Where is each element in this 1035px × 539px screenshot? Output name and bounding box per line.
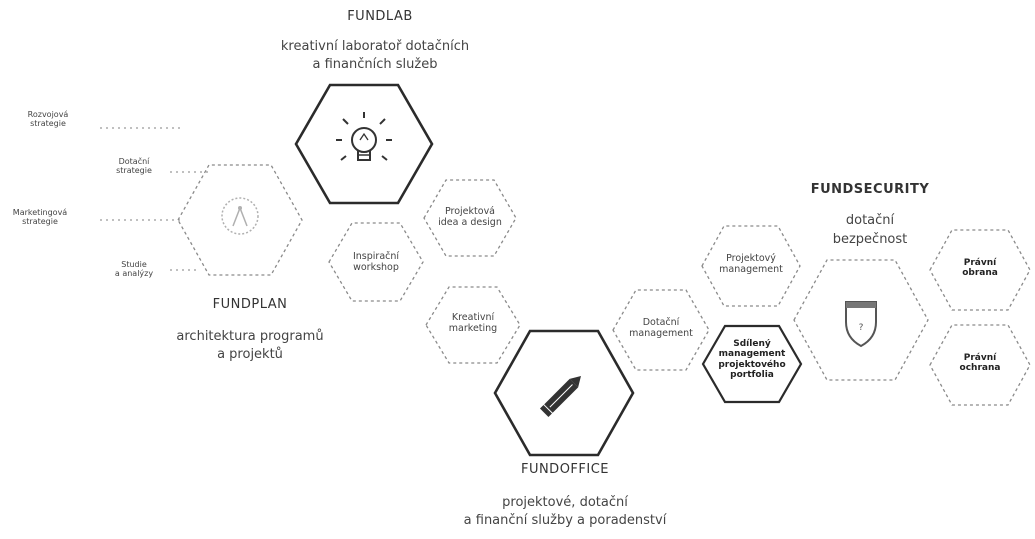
sdileny-management-hex <box>701 324 803 404</box>
strategy-line: Dotační <box>118 157 150 166</box>
pravni-obrana-label: Právní obrana <box>940 258 1020 279</box>
pravni-obrana-hex <box>929 229 1031 311</box>
fundlab-subtitle-line2: a finančních služeb <box>312 57 438 72</box>
fundplan-subtitle-line2: a projektů <box>217 347 283 362</box>
projektova-idea-label: Projektová idea a design <box>430 206 510 229</box>
cell-line: workshop <box>353 261 399 273</box>
lightbulb-icon <box>336 112 392 161</box>
cell-line: projektového <box>718 359 786 370</box>
cell-line: management <box>629 327 693 339</box>
fundoffice-hex <box>493 329 635 457</box>
cell-line: Projektový <box>726 253 776 264</box>
inspiracni-workshop-label: Inspirační workshop <box>336 251 416 274</box>
cell-line: Projektová <box>444 206 496 217</box>
strategy-line: a analýzy <box>114 269 154 279</box>
strategy-studie: Studie a analýzy <box>104 260 164 278</box>
pravni-ochrana-label: Právní ochrana <box>940 353 1020 374</box>
fundlab-title: FUNDLAB <box>347 9 413 24</box>
fundplan-title: FUNDPLAN <box>212 297 288 312</box>
projektovy-management-hex <box>701 225 801 307</box>
shield-icon: ? <box>845 301 877 348</box>
fundlab-subtitle-line1: kreativní laboratoř dotačních <box>280 39 470 54</box>
pencil-icon <box>539 376 581 418</box>
fundoffice-subtitle-line2: a finanční služby a poradenství <box>463 513 667 528</box>
kreativni-marketing-hex <box>425 286 521 364</box>
fundlab-hex <box>294 83 434 205</box>
cell-line: marketing <box>448 322 498 334</box>
fundsecurity-hex <box>793 259 929 381</box>
cell-line: Právní <box>963 353 997 363</box>
cell-line: management <box>718 349 786 360</box>
strategy-marketingova: Marketingová strategie <box>4 208 76 226</box>
cell-line: management <box>719 263 783 275</box>
cell-line: Kreativní <box>451 312 495 323</box>
fundoffice-subtitle-line1: projektové, dotační <box>502 495 628 510</box>
compass-icon <box>221 197 259 235</box>
pravni-ochrana-hex <box>929 324 1031 406</box>
sdileny-management-label: Sdílený management projektového portfoli… <box>712 339 792 380</box>
fundoffice-title: FUNDOFFICE <box>520 462 610 477</box>
cell-line: Sdílený <box>733 339 771 349</box>
svg-text:?: ? <box>859 323 864 333</box>
strategy-line: strategie <box>116 166 152 176</box>
strategy-line: Studie <box>121 260 147 269</box>
cell-line: Právní <box>963 258 997 268</box>
strategy-line: Rozvojová <box>27 110 69 119</box>
strategy-line: strategie <box>30 119 66 129</box>
strategy-rozvojova: Rozvojová strategie <box>18 110 78 128</box>
cell-line: ochrana <box>959 363 1001 374</box>
fundplan-subtitle-line1: architektura programů <box>176 329 324 344</box>
cell-line: Inspirační <box>352 251 400 262</box>
fundsecurity-subtitle-line1: dotační <box>845 213 895 228</box>
cell-line: portfolia <box>730 370 774 381</box>
strategy-dotacni: Dotační strategie <box>104 157 164 175</box>
cell-line: idea a design <box>438 216 502 228</box>
cell-line: obrana <box>962 268 998 279</box>
strategy-line: Marketingová <box>12 208 68 217</box>
fundsecurity-title: FUNDSECURITY <box>810 182 930 197</box>
cell-line: Dotační <box>642 317 680 328</box>
fundsecurity-subtitle-line2: bezpečnost <box>832 232 908 247</box>
projektova-idea-hex <box>423 179 517 257</box>
kreativni-marketing-label: Kreativní marketing <box>433 312 513 335</box>
strategy-line: strategie <box>22 217 58 227</box>
inspiracni-workshop-hex <box>328 222 424 302</box>
fundplan-hex <box>177 164 303 276</box>
projektovy-management-label: Projektový management <box>711 253 791 276</box>
dotacni-management-label: Dotační management <box>621 317 701 340</box>
